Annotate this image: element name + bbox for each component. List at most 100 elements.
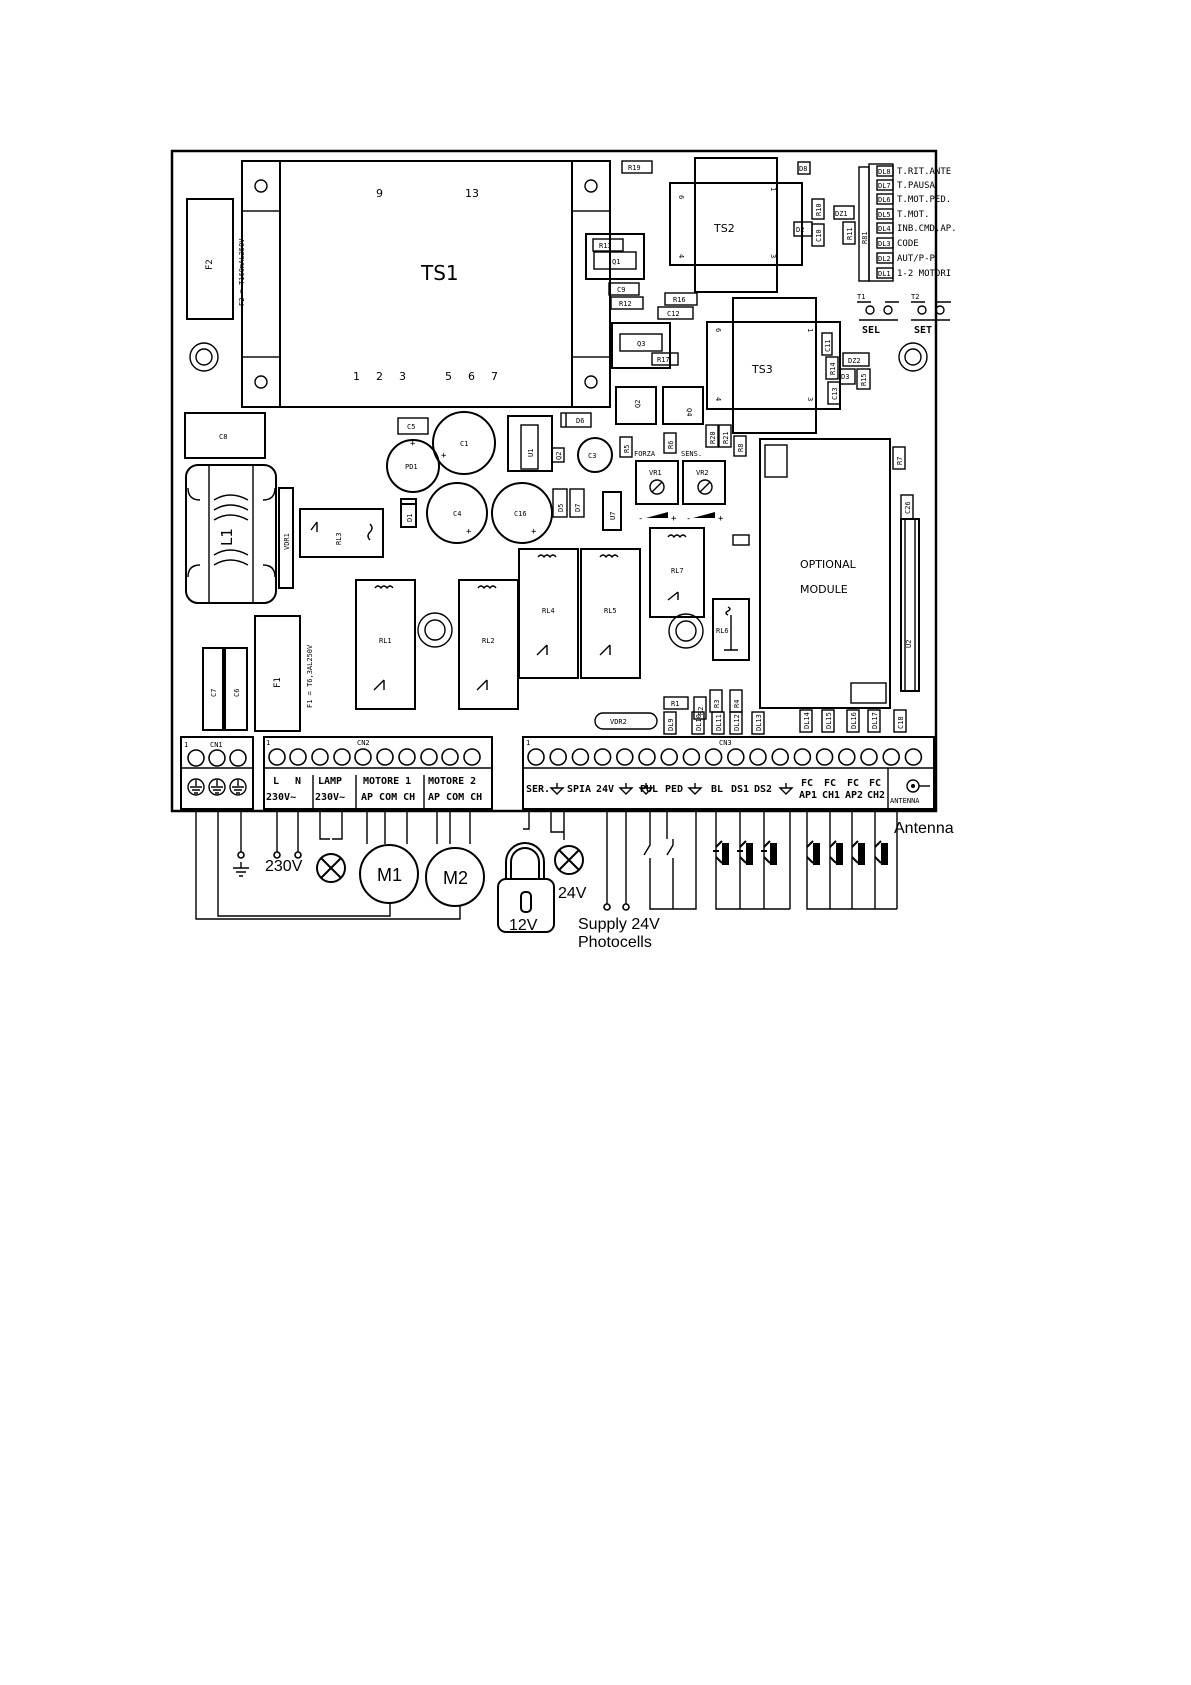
svg-text:3: 3 (806, 397, 814, 401)
cn3-terminal[interactable] (571, 748, 590, 766)
cn3-terminal[interactable] (837, 748, 856, 766)
svg-text:Q2: Q2 (555, 452, 563, 460)
cn3-terminal[interactable] (882, 748, 901, 766)
cn3-terminal[interactable] (704, 748, 723, 766)
resistor-r21: R21 (718, 424, 732, 448)
cn2-terminal[interactable] (398, 748, 416, 766)
svg-text:1: 1 (266, 739, 270, 747)
cn3-terminal[interactable] (615, 748, 634, 766)
svg-text:R6: R6 (667, 441, 675, 449)
svg-text:+: + (671, 514, 677, 524)
cn3-terminal[interactable] (815, 748, 834, 766)
ground-icon (778, 783, 794, 795)
cn3-terminal[interactable] (549, 748, 568, 766)
svg-text:C4: C4 (453, 510, 461, 518)
dip-switch[interactable]: DL8 T.RIT.ANTE (876, 165, 951, 177)
cn1-terminal[interactable] (208, 749, 226, 767)
ground-icon (638, 783, 654, 795)
resistor-r6: R6 (663, 432, 677, 454)
cn2-terminal[interactable] (354, 748, 372, 766)
trimmer-vr2-sens[interactable]: SENS. VR2 - + (681, 450, 726, 524)
svg-text:1: 1 (184, 741, 188, 749)
cn2-label-motore2: MOTORE 2 (428, 776, 476, 787)
cn2-terminal[interactable] (420, 748, 438, 766)
dip-switch[interactable]: DL4 INB.CMD.AP. (876, 222, 957, 234)
svg-text:R21: R21 (722, 431, 730, 444)
mount-hole (424, 619, 446, 641)
mains-230v-label: 230V (265, 858, 303, 875)
resistor-r1: R1 (663, 696, 689, 710)
capacitor-c11: C11 (821, 332, 833, 356)
cn3-terminal[interactable] (726, 748, 745, 766)
cn2-terminal[interactable] (333, 748, 351, 766)
electric-lock-icon: 12V (497, 842, 555, 934)
cn3-label-24v: 24V (596, 784, 614, 795)
nc-contact-ds1-icon (737, 840, 753, 865)
diode-d8: D8 (797, 161, 811, 175)
cn3-label-ch2: CH2 (867, 790, 885, 801)
mount-hole (904, 348, 922, 366)
svg-text:MODULE: MODULE (800, 583, 848, 596)
cn3-terminal[interactable] (793, 748, 812, 766)
capacitor-c6: C6 (224, 647, 248, 731)
cn2-terminal[interactable] (441, 748, 459, 766)
svg-text:C8: C8 (219, 433, 227, 441)
svg-text:Q1: Q1 (612, 258, 620, 266)
cn3-terminal[interactable] (638, 748, 656, 766)
capacitor-c16: C16 + (491, 482, 553, 544)
cn2-terminal[interactable] (268, 748, 286, 766)
relay-rl5: RL5 (580, 548, 641, 679)
cn3-terminal[interactable] (682, 748, 701, 766)
ground-icon (618, 783, 634, 795)
dip-switch[interactable]: DL2 AUT/P-P (876, 252, 936, 264)
dip-switch[interactable]: DL1 1-2 MOTORI (876, 267, 951, 279)
nc-contact-ds2-icon (761, 840, 777, 865)
svg-text:-: - (638, 514, 643, 524)
trimmer-vr1-forza[interactable]: FORZA VR1 - + (634, 450, 679, 524)
cn3-terminal[interactable] (860, 748, 878, 766)
svg-text:R1: R1 (671, 700, 679, 708)
svg-text:TS2: TS2 (713, 222, 735, 235)
cn1-terminal[interactable] (229, 749, 247, 767)
cn3-terminal[interactable] (904, 748, 923, 766)
svg-text:Q4: Q4 (685, 408, 693, 416)
cn3-terminal[interactable] (527, 748, 545, 766)
svg-text:R8: R8 (737, 444, 745, 452)
cn3-terminal[interactable] (660, 748, 679, 766)
cn3-terminal[interactable] (749, 748, 767, 766)
button-set[interactable]: T2 SET (911, 293, 951, 336)
svg-text:DL2: DL2 (878, 255, 891, 263)
nc-contact-fc-ap2-icon (851, 840, 865, 865)
svg-text:C26: C26 (904, 501, 912, 514)
cn2-terminal[interactable] (376, 748, 394, 766)
svg-text:4: 4 (714, 397, 722, 401)
dip-label-t-mot: T.MOT. (897, 210, 930, 220)
capacitor-c4: C4 + (426, 482, 488, 544)
cn3-terminal[interactable] (771, 748, 790, 766)
cn1-terminal[interactable] (187, 749, 205, 767)
svg-text:FORZA: FORZA (634, 450, 656, 458)
supply-photocells-label-1: Supply 24V (578, 916, 660, 933)
cn2-terminal[interactable] (311, 748, 329, 766)
svg-text:R10: R10 (815, 203, 823, 216)
nc-contact-fc-ap1-icon (806, 840, 820, 865)
resistor-r7: R7 (892, 446, 906, 470)
svg-text:-: - (686, 514, 691, 524)
cn2-terminal[interactable] (463, 748, 481, 766)
capacitor-c5: C5 (397, 417, 429, 435)
dip-switch[interactable]: DL6 T.MOT.PED. (876, 193, 951, 205)
varistor-vdr1: VDR1 (278, 487, 294, 589)
svg-text:R19: R19 (628, 164, 641, 172)
cn3-label-fc3: FC (847, 778, 859, 789)
button-sel[interactable]: T1 SEL (857, 293, 899, 336)
zener-dz2: DZ2 (842, 352, 870, 367)
dip-switch-bank[interactable]: DL8 T.RIT.ANTE DL7 T.PAUSA DL6 T.MOT.PED… (868, 163, 957, 282)
svg-text:6: 6 (677, 195, 685, 199)
dip-switch[interactable]: DL3 CODE (876, 237, 919, 249)
cn2-terminal[interactable] (289, 748, 307, 766)
dip-switch[interactable]: DL7 T.PAUSA (876, 179, 936, 191)
warning-lamp-24v-icon (554, 845, 584, 875)
dip-switch[interactable]: DL5 T.MOT. (876, 208, 930, 220)
cn3-terminal[interactable] (593, 748, 612, 766)
svg-text:D5: D5 (557, 504, 565, 512)
